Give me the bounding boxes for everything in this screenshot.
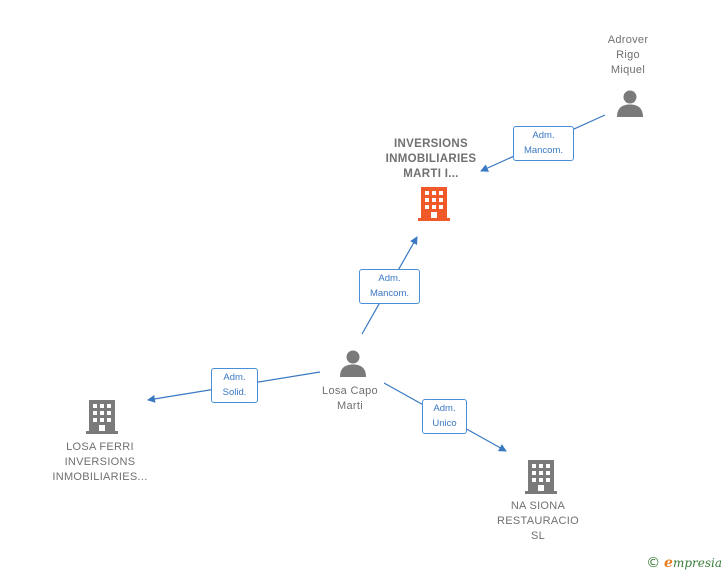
node-label-line: Miquel [610, 64, 646, 76]
edge-label-losa-ferri[interactable]: Adm. Solid. [211, 368, 258, 403]
brand-initial: e [664, 555, 673, 571]
person-icon[interactable] [338, 348, 368, 378]
edge-label-line: Mancom. [369, 288, 410, 299]
edge-label-line: Adm. [433, 403, 456, 414]
node-label-line: RESTAURACIO [497, 515, 579, 527]
edge-label-line: Solid. [222, 387, 247, 398]
brand-name: mpresia [672, 556, 722, 570]
node-label-line: Adrover [607, 34, 649, 46]
edge-label-adrover-inversions[interactable]: Adm. Mancom. [513, 126, 574, 161]
edge-label-losa-nasiona[interactable]: Adm. Unico [422, 399, 467, 434]
edge-label-line: Adm. [378, 273, 401, 284]
building-icon[interactable] [525, 460, 557, 494]
edge-label-line: Mancom. [523, 145, 564, 156]
copyright-icon: © [646, 555, 661, 571]
node-label-adrover[interactable]: Adrover Rigo Miquel [578, 33, 678, 78]
edge-label-losa-inversions[interactable]: Adm. Mancom. [359, 269, 420, 304]
node-label-line: Marti [337, 400, 363, 412]
node-label-line: SL [530, 530, 546, 542]
node-label-line: INVERSIONS [394, 138, 468, 150]
person-icon[interactable] [615, 88, 645, 118]
edge-label-line: Adm. [223, 372, 246, 383]
node-label-line: INMOBILIARIES... [52, 471, 148, 483]
node-label-losa-capo[interactable]: Losa Capo Marti [300, 384, 400, 414]
node-label-losa-ferri[interactable]: LOSA FERRI INVERSIONS INMOBILIARIES... [40, 440, 160, 485]
brand-watermark: © empresia [646, 555, 722, 571]
edge-label-line: Unico [432, 418, 457, 429]
node-label-line: LOSA FERRI [66, 441, 134, 453]
node-label-line: INMOBILIARIES [385, 153, 477, 165]
building-icon-main[interactable] [418, 187, 450, 221]
edge-label-line: Adm. [532, 130, 555, 141]
node-label-na-siona[interactable]: NA SIONA RESTAURACIO SL [482, 499, 594, 544]
node-label-inversions[interactable]: INVERSIONS INMOBILIARIES MARTI I... [370, 137, 492, 182]
node-label-line: Losa Capo [322, 385, 378, 397]
node-label-line: Rigo [616, 49, 640, 61]
building-icon[interactable] [86, 400, 118, 434]
node-label-line: NA SIONA [510, 500, 566, 512]
node-label-line: INVERSIONS [64, 456, 136, 468]
node-label-line: MARTI I... [403, 168, 459, 180]
